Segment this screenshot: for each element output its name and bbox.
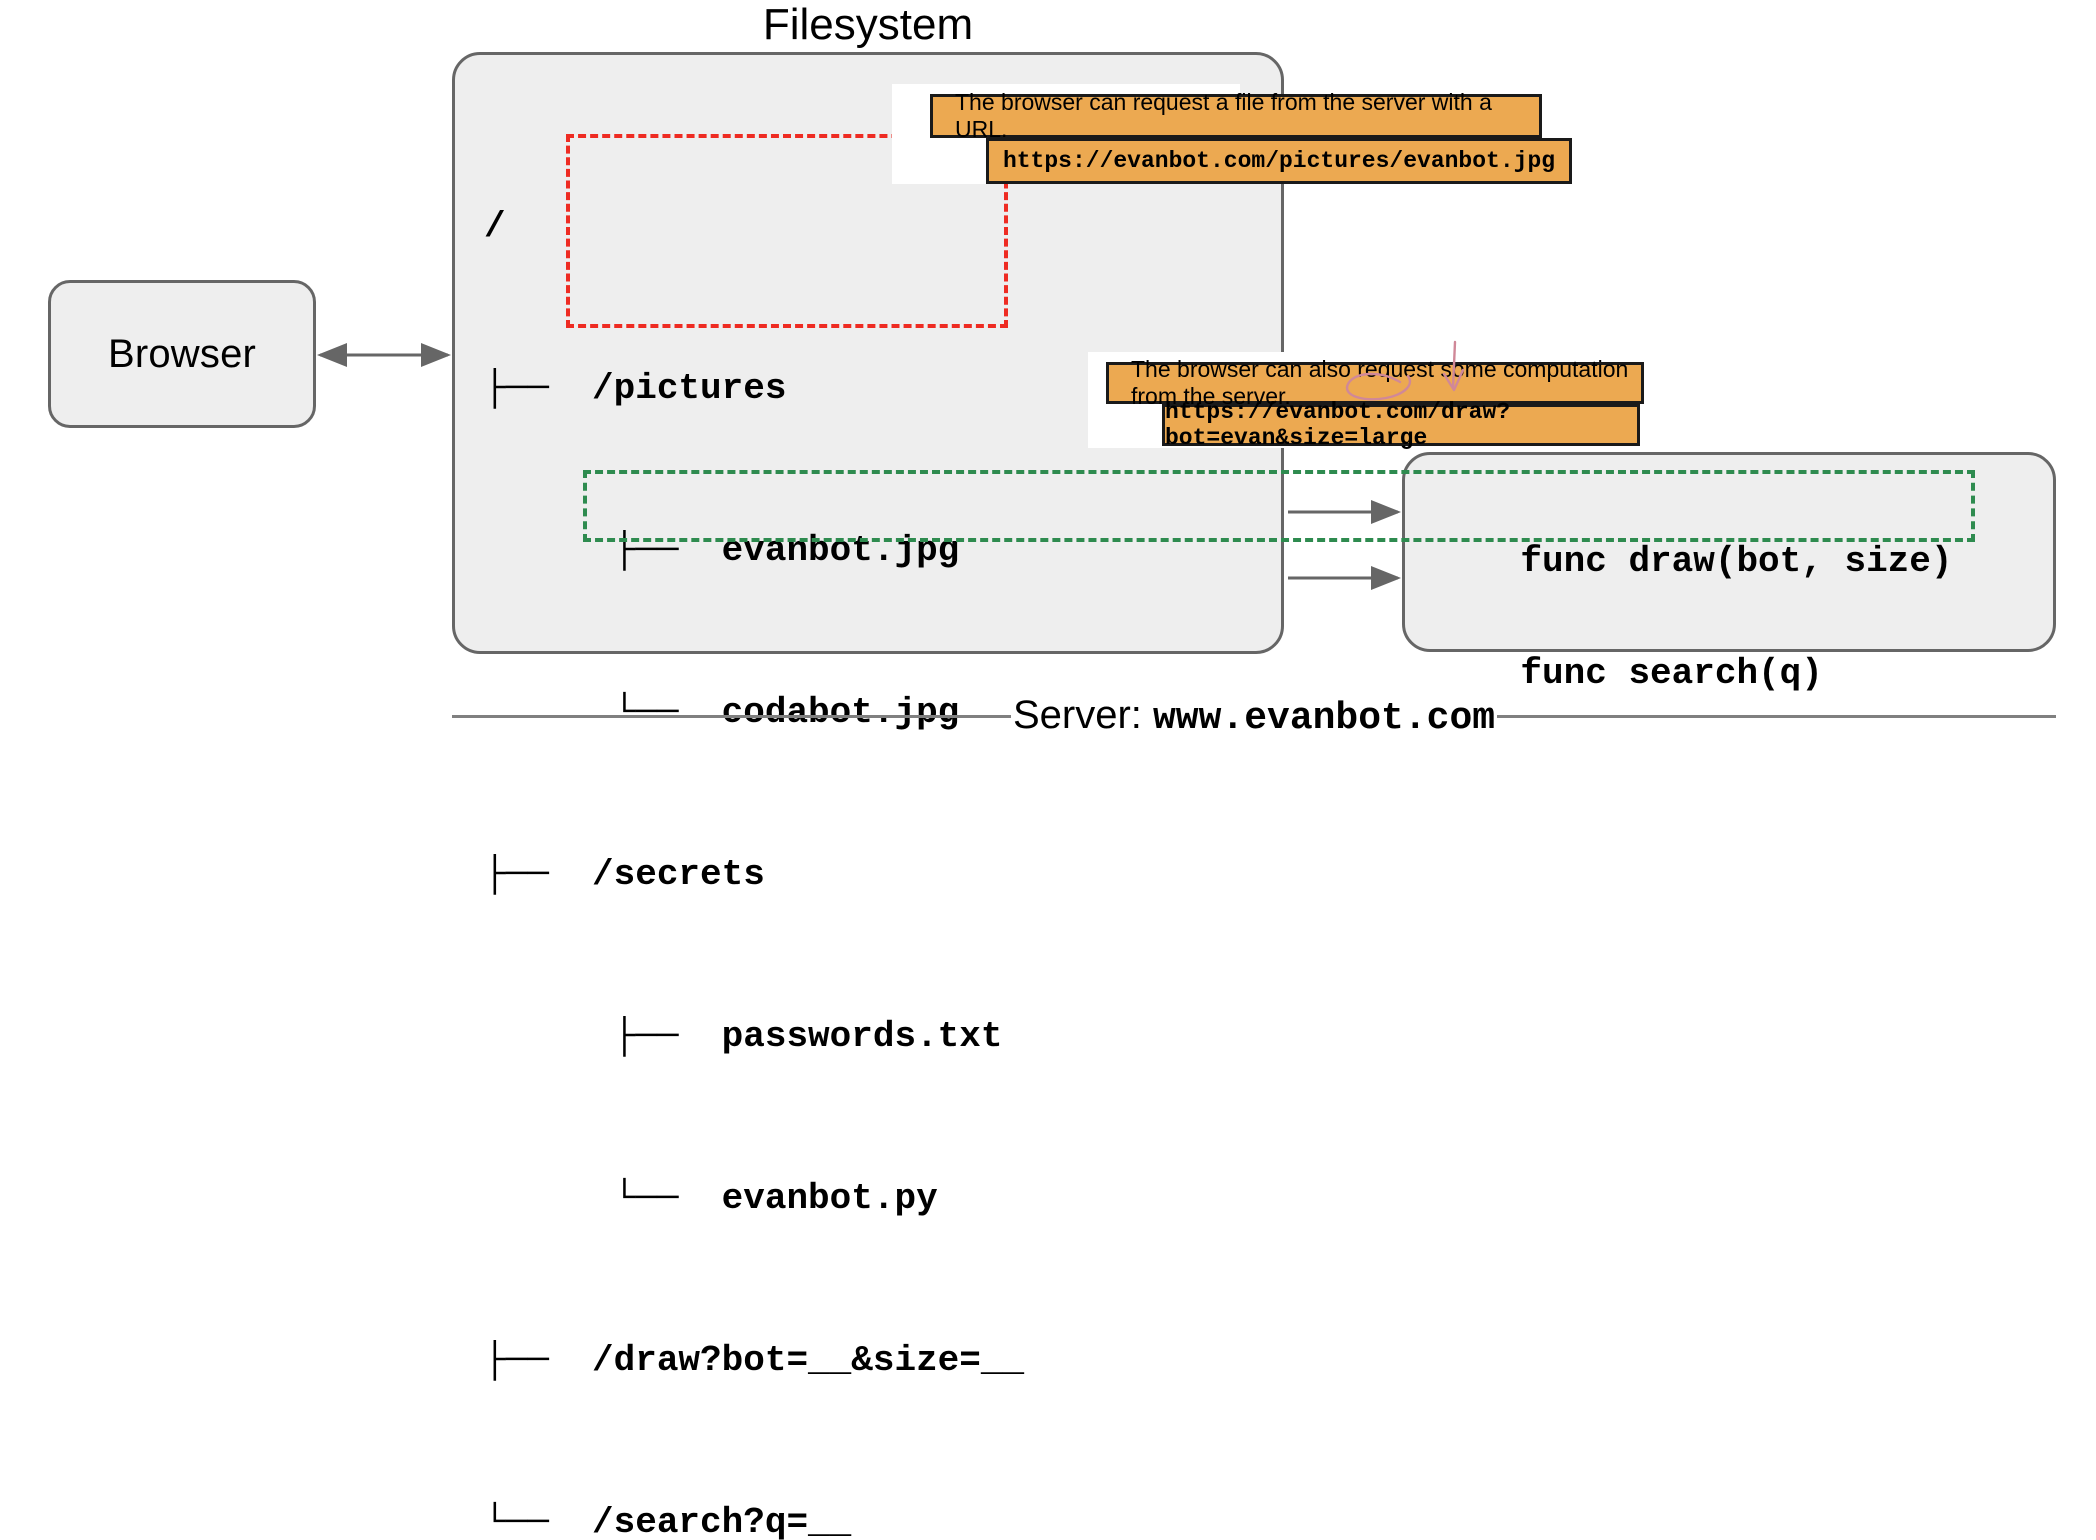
callout-file-request-text: The browser can request a file from the … (930, 89, 1542, 142)
server-footer: Server: www.evanbot.com (452, 686, 2057, 746)
backend-func-draw: func draw(bot, size) (1520, 541, 1953, 582)
backend-node (1402, 452, 2056, 652)
tree-row-pictures: ├── /pictures (484, 368, 787, 409)
browser-node: Browser (48, 280, 316, 428)
tree-row-secrets: ├── /secrets (484, 854, 765, 895)
server-host: www.evanbot.com (1153, 696, 1496, 740)
callout-file-request-url: https://evanbot.com/pictures/evanbot.jpg (986, 138, 1572, 184)
dynamic-endpoint-highlight-box (583, 470, 1975, 542)
callout-computation-request-url: https://evanbot.com/draw?bot=evan&size=l… (1162, 399, 1640, 451)
static-files-highlight-box (566, 134, 1008, 328)
tree-row-root: / (484, 206, 506, 247)
tree-row-passwords: ├── passwords.txt (484, 1016, 1003, 1057)
tree-row-search: └── /search?q=__ (484, 1502, 852, 1540)
tree-row-codabot-jpg: └── codabot.jpg (484, 692, 960, 733)
callout-computation-request-text: The browser can also request some comput… (1106, 356, 1644, 409)
filesystem-title: Filesystem (762, 0, 974, 49)
server-prefix: Server: (1012, 692, 1153, 737)
footer-rule-left (452, 714, 1011, 718)
tree-row-evanbot-py: └── evanbot.py (484, 1178, 938, 1219)
server-footer-label: Server: www.evanbot.com (1011, 693, 1497, 740)
footer-rule-right (1497, 714, 2057, 718)
tree-row-evanbot-jpg: ├── evanbot.jpg (484, 530, 960, 571)
backend-function-list: func draw(bot, size) func search(q) (1434, 478, 1953, 758)
tree-row-draw: ├── /draw?bot=__&size=__ (484, 1340, 1025, 1381)
browser-label: Browser (107, 331, 257, 376)
backend-func-search: func search(q) (1520, 653, 1823, 694)
diagram-canvas: Filesystem Backend Browser / ├── /pictur… (48, 0, 2057, 1540)
